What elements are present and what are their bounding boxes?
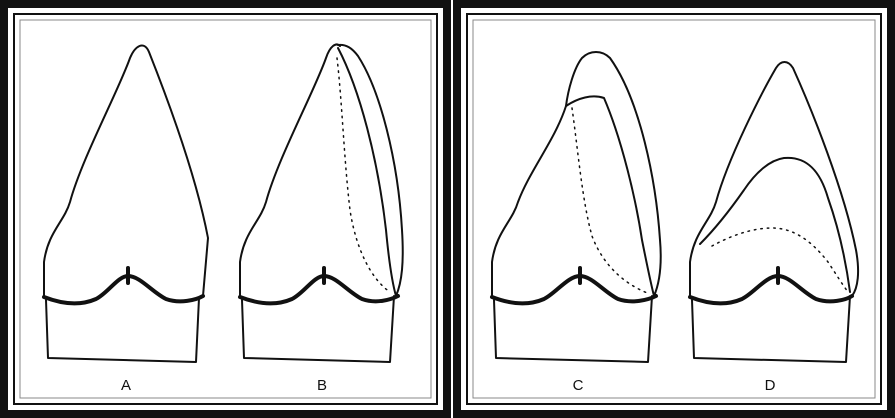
tooth-c-crown-outline <box>492 106 566 296</box>
tooth-b-veneer-outline <box>338 45 403 296</box>
tooth-d-root-outline <box>692 296 850 362</box>
left-panel <box>4 4 447 414</box>
tooth-a-root-outline <box>46 298 199 362</box>
tooth-figure-b <box>240 45 403 363</box>
right-panel-innermost-border <box>473 20 875 398</box>
tooth-d-veneer-outline <box>700 158 850 292</box>
tooth-d-cej-line <box>690 276 852 303</box>
figure-label-d: D <box>765 377 776 394</box>
tooth-b-root-outline <box>242 296 394 362</box>
tooth-c-root-outline <box>494 296 652 362</box>
tooth-c-preparation-dotted-line <box>572 108 650 294</box>
tooth-c-cej-line <box>492 276 656 303</box>
tooth-figure-c <box>492 52 661 362</box>
tooth-b-cej-line <box>240 276 398 303</box>
tooth-a-crown-outline <box>44 45 208 296</box>
figure-label-a: A <box>121 377 131 394</box>
tooth-figure-d <box>690 62 858 362</box>
left-panel-outer-border <box>4 4 447 414</box>
tooth-b-preparation-dotted-line <box>337 58 390 292</box>
right-panel <box>457 4 891 414</box>
right-panel-outer-border <box>457 4 891 414</box>
figure-label-c: C <box>573 377 584 394</box>
left-panel-inner-border <box>14 14 437 404</box>
tooth-figure-a <box>44 45 208 362</box>
figure-label-b: B <box>317 377 327 394</box>
right-panel-inner-border <box>467 14 881 404</box>
tooth-b-crown-outline <box>240 45 340 297</box>
tooth-a-cej-line <box>44 276 203 303</box>
tooth-d-crown-outline <box>690 62 858 296</box>
